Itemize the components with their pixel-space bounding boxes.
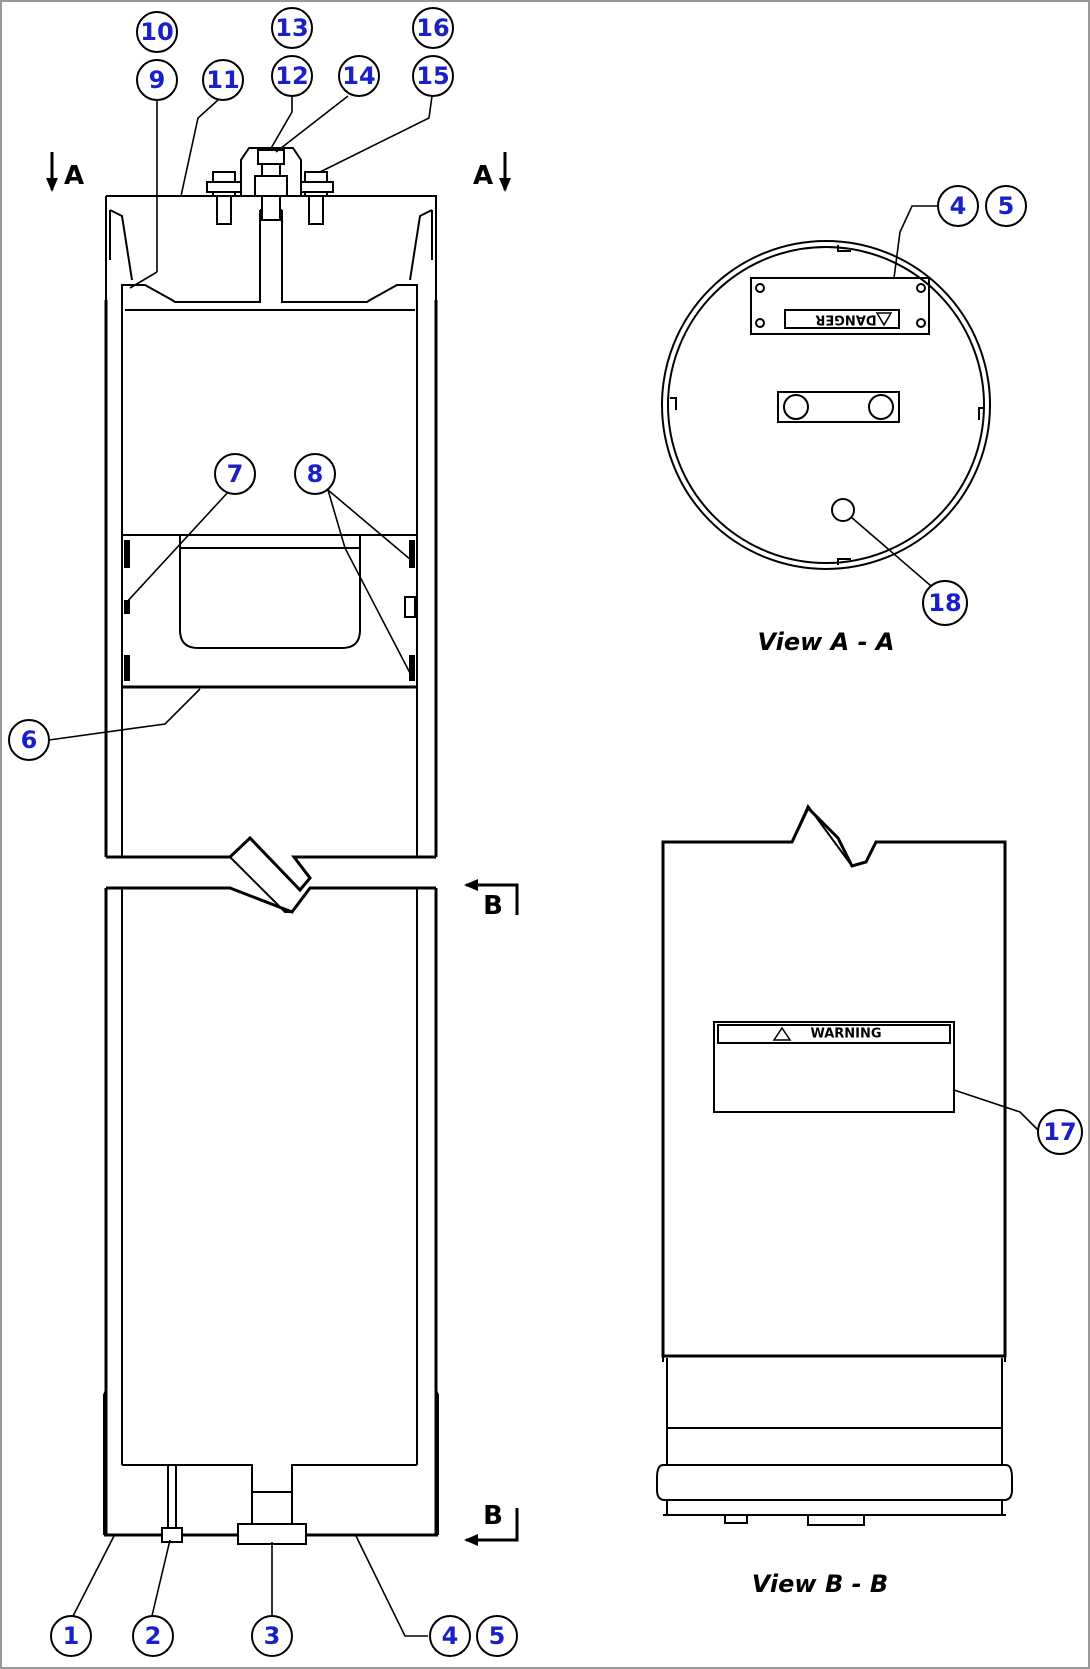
svg-text:5: 5: [489, 1622, 506, 1650]
svg-text:6: 6: [21, 726, 38, 754]
svg-text:A: A: [64, 161, 84, 191]
callout-17: 17: [1037, 1109, 1083, 1155]
top-fittings: [206, 147, 334, 225]
section-mark-b-upper: B: [464, 879, 519, 921]
callout-13: 13: [271, 7, 313, 49]
svg-text:1: 1: [63, 1622, 80, 1650]
svg-text:18: 18: [928, 589, 961, 617]
section-mark-a-left: A: [46, 152, 84, 192]
svg-text:2: 2: [145, 1622, 162, 1650]
leader-lines: [48, 95, 1041, 1637]
svg-text:5: 5: [998, 192, 1015, 220]
svg-text:7: 7: [227, 460, 244, 488]
callout-11: 11: [202, 59, 244, 101]
callout-4: 4: [429, 1615, 471, 1657]
callout-6: 6: [8, 719, 50, 761]
callout-3: 3: [251, 1615, 293, 1657]
sight-window: [122, 534, 417, 689]
tank-side-view: [103, 147, 439, 1545]
svg-text:8: 8: [307, 460, 324, 488]
callout-2: 2: [132, 1615, 174, 1657]
svg-text:4: 4: [950, 192, 967, 220]
svg-text:16: 16: [416, 14, 449, 42]
svg-text:B: B: [483, 1501, 503, 1531]
view-b-caption: View B - B: [752, 1570, 888, 1598]
warning-decal: [713, 1021, 955, 1113]
svg-text:11: 11: [206, 66, 239, 94]
svg-text:3: 3: [264, 1622, 281, 1650]
danger-plate: [750, 277, 930, 335]
svg-text:10: 10: [140, 18, 173, 46]
svg-text:13: 13: [275, 14, 308, 42]
danger-label: DANGER: [815, 312, 876, 327]
callout-9: 9: [136, 59, 178, 101]
warning-label: WARNING: [810, 1027, 881, 1042]
svg-text:17: 17: [1043, 1118, 1076, 1146]
svg-text:A: A: [473, 161, 493, 191]
section-mark-a-right: A: [473, 152, 511, 192]
callout-4-view-a: 4: [937, 185, 979, 227]
callout-15: 15: [412, 55, 454, 97]
callout-1: 1: [50, 1615, 92, 1657]
svg-text:4: 4: [442, 1622, 459, 1650]
hex-plug: [831, 498, 855, 522]
callout-12: 12: [271, 55, 313, 97]
view-b-b: WARNING View B - B: [656, 804, 1013, 1598]
callout-5: 5: [476, 1615, 518, 1657]
callout-10: 10: [136, 11, 178, 53]
svg-text:14: 14: [342, 62, 375, 90]
callout-7: 7: [214, 453, 256, 495]
callout-16: 16: [412, 7, 454, 49]
bottom-fittings: [161, 1491, 307, 1545]
callout-5-view-a: 5: [985, 185, 1027, 227]
view-a-a: DANGER View A - A: [661, 240, 991, 656]
callout-18: 18: [922, 580, 968, 626]
view-a-caption: View A - A: [757, 628, 894, 656]
svg-text:B: B: [483, 891, 503, 921]
svg-text:9: 9: [149, 66, 166, 94]
callout-14: 14: [338, 55, 380, 97]
svg-text:15: 15: [416, 62, 449, 90]
callout-8: 8: [294, 453, 336, 495]
section-mark-b-lower: B: [464, 1501, 519, 1546]
svg-text:12: 12: [275, 62, 308, 90]
